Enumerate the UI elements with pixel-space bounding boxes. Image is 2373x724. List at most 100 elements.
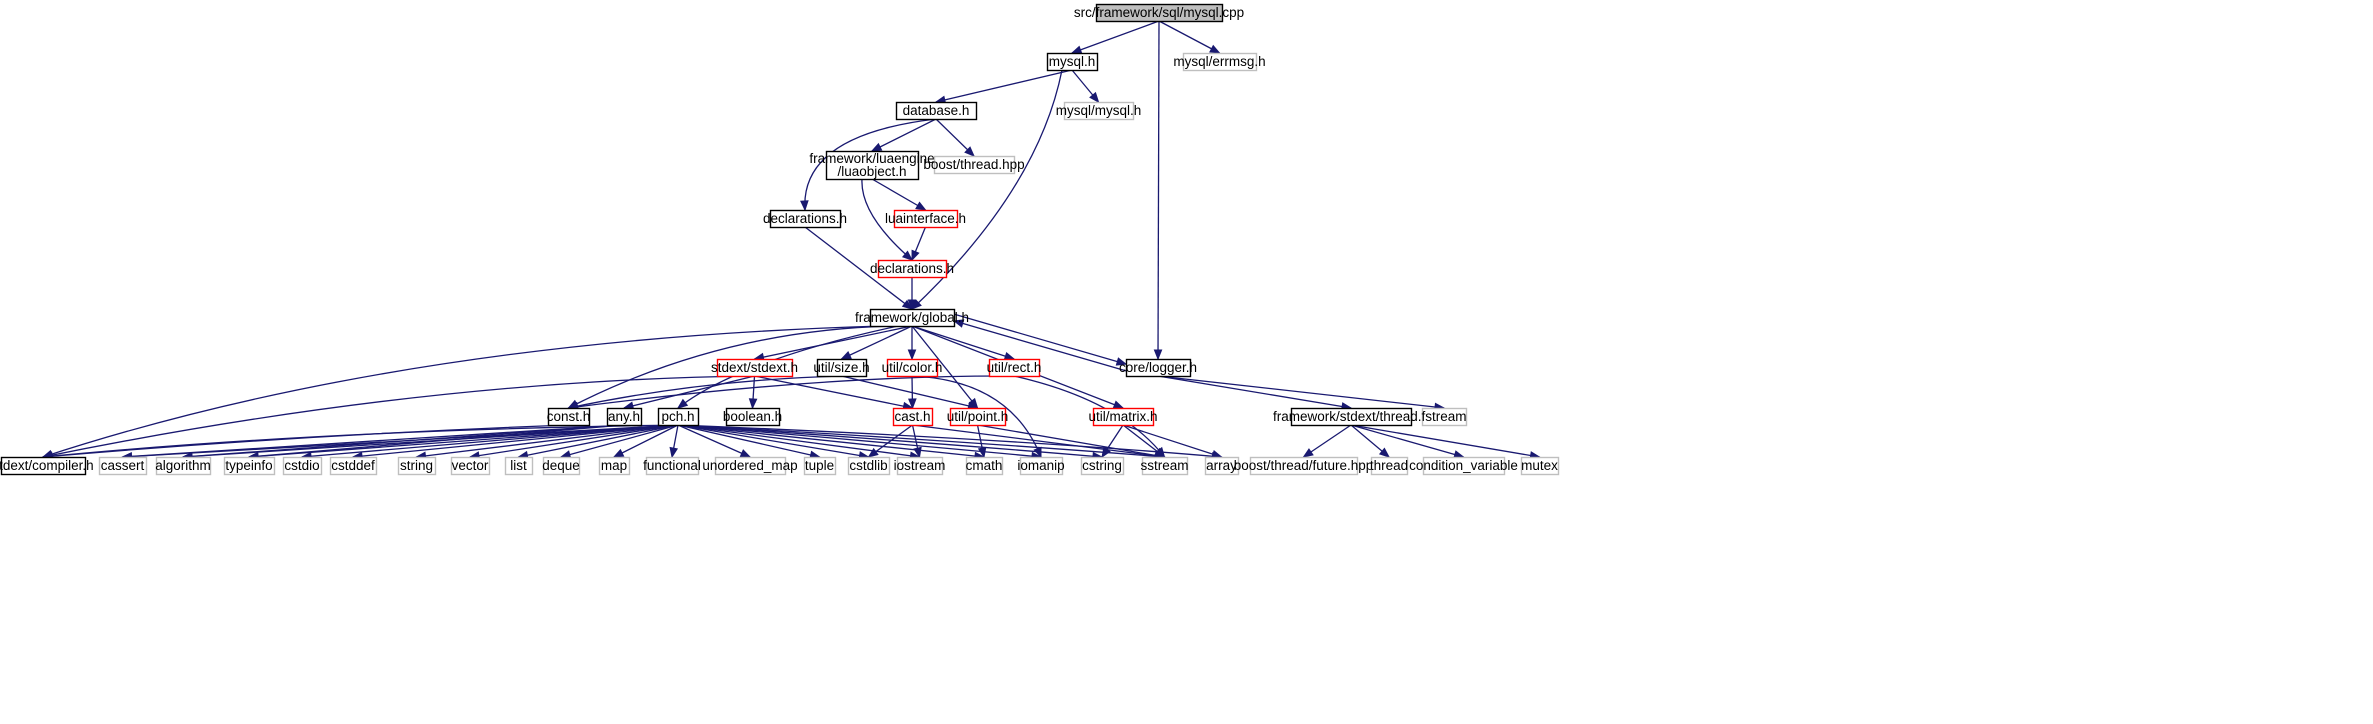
node-declarations_b[interactable]: declarations.h	[870, 259, 954, 279]
node-box-deque	[542, 456, 581, 476]
node-global[interactable]: framework/global.h	[855, 308, 969, 328]
node-box-root	[1095, 3, 1224, 23]
node-label-algorithm: algorithm	[155, 458, 211, 473]
node-string: string	[397, 456, 437, 476]
arrowhead-pch_h-to-functional	[669, 446, 679, 459]
arrowhead-luainterface-to-declarations_b	[911, 249, 920, 262]
node-pch_h[interactable]: pch.h	[657, 407, 700, 427]
edge-core_logger-to-fstream	[1157, 375, 1445, 409]
node-box-string	[397, 456, 437, 476]
arrowhead-cast_h-to-cstdlib	[867, 447, 879, 458]
node-box-iostream	[896, 456, 944, 476]
node-mysql_h[interactable]: mysql.h	[1046, 52, 1099, 72]
node-root[interactable]: src/framework/sql/mysql.cpp	[1074, 3, 1244, 23]
edge-pch_h-to-deque	[560, 424, 679, 458]
node-cast_h[interactable]: cast.h	[892, 407, 934, 427]
node-label-vector: vector	[452, 458, 489, 473]
node-luaobject[interactable]: framework/luaengine/luaobject.h	[809, 150, 935, 181]
edge-declarations_a-to-global	[804, 226, 913, 310]
node-vector: vector	[450, 456, 491, 476]
edge-pch_h-to-map	[613, 424, 679, 458]
node-cstdio: cstdio	[282, 456, 323, 476]
node-array: array	[1204, 456, 1240, 476]
node-util_color[interactable]: util/color.h	[882, 358, 943, 378]
node-util_matrix[interactable]: util/matrix.h	[1088, 407, 1158, 427]
arrowhead-global-to-pch_h	[676, 398, 689, 409]
edge-root-to-mysql_h	[1071, 20, 1160, 54]
node-box-typeinfo	[223, 456, 276, 476]
node-box-mysql_h	[1046, 52, 1099, 72]
node-unordered_map: unordered_map	[702, 456, 798, 476]
node-box-declarations_a	[769, 209, 842, 229]
node-stdext_stdext[interactable]: stdext/stdext.h	[711, 358, 798, 378]
node-label-boost_thread: boost/thread.hpp	[923, 157, 1024, 172]
edge-core_logger-to-stdext_thread	[1157, 375, 1352, 409]
node-label-luainterface: luainterface.h	[885, 211, 966, 226]
node-label-mysql_h: mysql.h	[1049, 54, 1096, 69]
node-thread: thread	[1370, 456, 1409, 476]
node-label-declarations_b: declarations.h	[870, 261, 954, 276]
node-deque: deque	[542, 456, 581, 476]
node-box-util_rect	[988, 358, 1041, 378]
node-label-cstdlib: cstdlib	[849, 458, 887, 473]
node-box-cstddef	[329, 456, 378, 476]
node-boolean_h[interactable]: boolean.h	[723, 407, 782, 427]
edge-util_point-to-sstream	[977, 424, 1165, 458]
edge-pch_h-to-cstring	[677, 424, 1103, 458]
node-cstdlib: cstdlib	[847, 456, 891, 476]
arrowhead-pch_h-to-map	[612, 448, 625, 458]
node-compiler_h[interactable]: stdext/compiler.h	[0, 456, 94, 476]
edge-core_logger-to-global	[953, 320, 1127, 372]
arrowhead-stdext_thread-to-thread	[1378, 447, 1391, 458]
edge-global-to-util_point	[911, 325, 979, 409]
node-util_point[interactable]: util/point.h	[947, 407, 1009, 427]
edge-mysql_h-to-database_h	[935, 69, 1073, 103]
node-mysql_mysql: mysql/mysql.h	[1056, 101, 1141, 121]
edge-root-to-core_logger	[1157, 20, 1160, 360]
node-box-algorithm	[155, 456, 212, 476]
node-box-future_hpp	[1249, 456, 1359, 476]
edge-stdext_stdext-to-cast_h	[754, 375, 913, 409]
node-label-cmath: cmath	[966, 458, 1003, 473]
node-box-util_matrix	[1092, 407, 1155, 427]
node-label-string: string	[400, 458, 433, 473]
node-fstream: fstream	[1421, 407, 1468, 427]
node-box-mysql_mysql	[1063, 101, 1135, 121]
edge-pch_h-to-typeinfo	[248, 424, 679, 458]
node-box-cstring	[1080, 456, 1125, 476]
edge-util_matrix-to-array	[1122, 424, 1222, 458]
node-box-util_size	[816, 358, 868, 378]
edge-global-to-core_logger	[953, 313, 1127, 365]
node-label-root: src/framework/sql/mysql.cpp	[1074, 5, 1244, 20]
edge-stdext_stdext-to-any_h	[623, 375, 755, 409]
node-box-vector	[450, 456, 491, 476]
node-any_h[interactable]: any.h	[606, 407, 643, 427]
node-label-boolean_h: boolean.h	[723, 409, 782, 424]
node-label-core_logger: core/logger.h	[1119, 360, 1197, 375]
edge-global-to-util_size	[841, 325, 913, 360]
node-box-util_color	[886, 358, 939, 378]
arrowhead-global-to-core_logger	[1115, 357, 1128, 366]
edge-luaobject-to-declarations_b	[861, 178, 913, 261]
edge-pch_h-to-tuple	[677, 424, 820, 458]
edge-database_h-to-declarations_a	[804, 118, 937, 211]
node-util_rect[interactable]: util/rect.h	[987, 358, 1042, 378]
node-luainterface[interactable]: luainterface.h	[885, 209, 966, 229]
node-mutex: mutex	[1520, 456, 1560, 476]
edge-util_rect-to-const_h	[568, 375, 1015, 409]
node-box-database_h	[895, 101, 978, 121]
node-const_h[interactable]: const.h	[547, 407, 591, 427]
edge-global-to-compiler_h	[42, 325, 883, 458]
edge-layer	[41, 20, 1541, 461]
edge-pch_h-to-iostream	[677, 424, 920, 458]
edge-stdext_thread-to-future_hpp	[1303, 424, 1352, 458]
node-tuple: tuple	[803, 456, 837, 476]
node-database_h[interactable]: database.h	[895, 101, 978, 121]
node-future_hpp: boost/thread/future.hpp	[1234, 456, 1373, 476]
node-util_size[interactable]: util/size.h	[813, 358, 870, 378]
node-core_logger[interactable]: core/logger.h	[1119, 358, 1197, 378]
node-declarations_a[interactable]: declarations.h	[763, 209, 847, 229]
node-box-core_logger	[1125, 358, 1192, 378]
node-stdext_thread[interactable]: framework/stdext/thread.h	[1273, 407, 1429, 427]
node-box-cmath	[965, 456, 1004, 476]
